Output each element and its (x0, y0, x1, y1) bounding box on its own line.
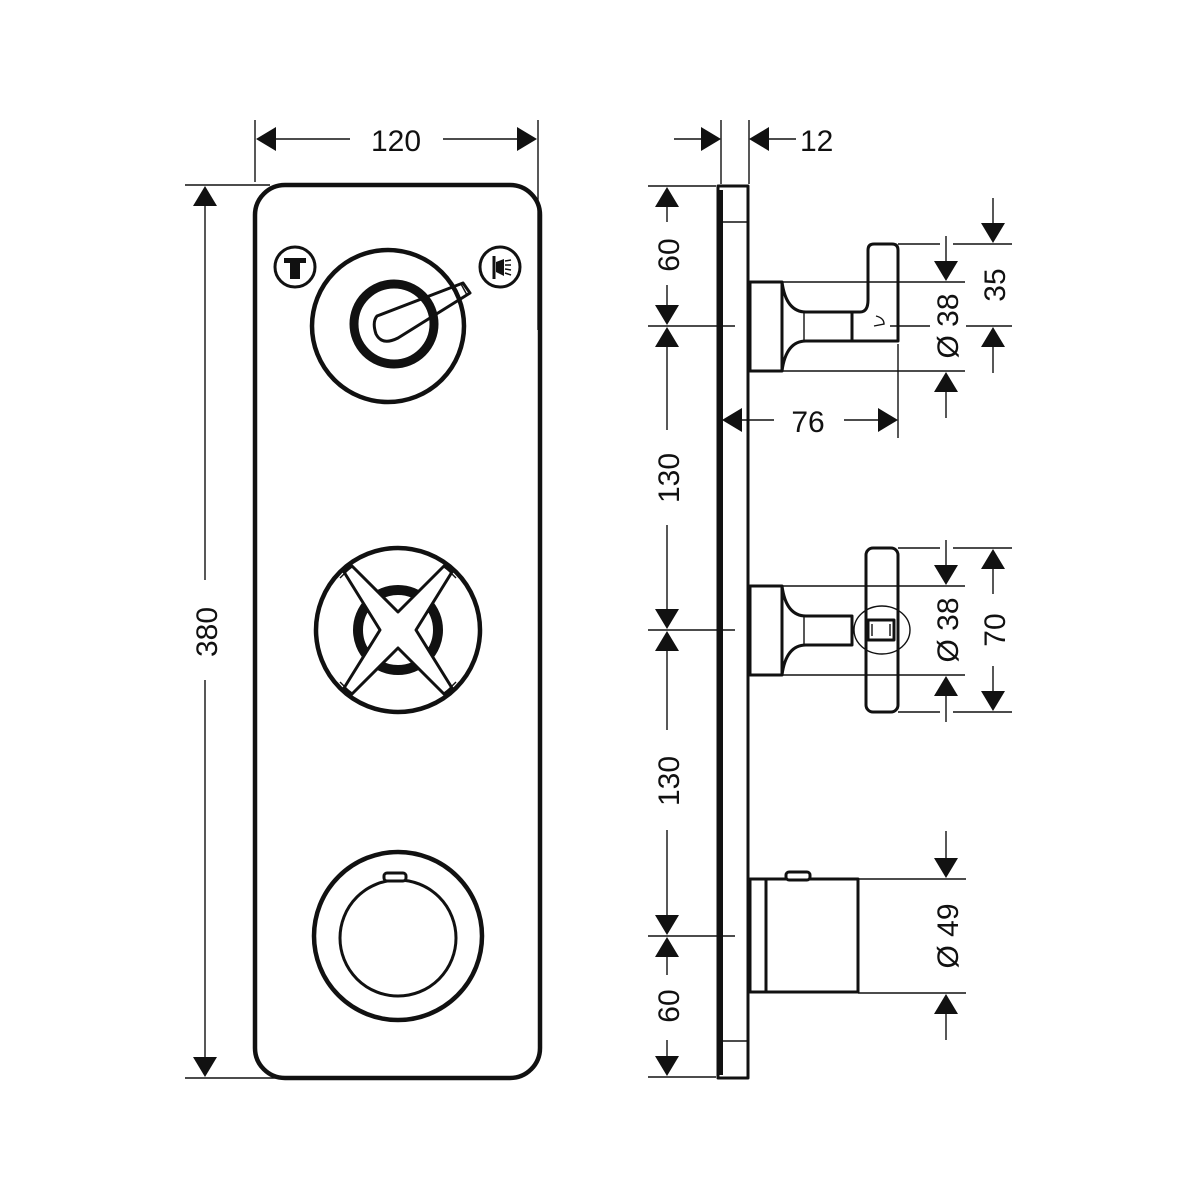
thermostat-rosette (311, 849, 485, 1023)
bath-spout-icon (273, 245, 317, 289)
dim-thermostat: Ø 49 (858, 831, 966, 1040)
dim-cross-handle: Ø 38 70 (782, 540, 1012, 722)
dim-top-offset-label: 60 (653, 238, 686, 271)
dim-width: 120 (254, 120, 539, 330)
dim-lever-diameter-label: Ø 38 (932, 293, 965, 358)
cross-handle-arms (342, 564, 454, 696)
cross-handle-hub (353, 585, 443, 675)
side-view: 12 60 130 130 (648, 120, 1012, 1080)
dim-spacing-2-label: 130 (653, 756, 686, 806)
diverter-lever-control (273, 245, 522, 405)
side-thermostat (748, 870, 860, 994)
dim-lever-offset-label: 35 (979, 268, 1012, 301)
thermostat-control (311, 849, 485, 1023)
thermostat-knob (338, 878, 458, 998)
cross-handle-rosette (313, 545, 483, 715)
lever-rosette (309, 247, 467, 405)
cross-handle-control (313, 545, 483, 715)
dim-thermostat-diameter-label: Ø 49 (932, 903, 965, 968)
side-cross-handle (748, 546, 911, 714)
side-lever (748, 242, 900, 373)
dim-vertical-chain: 60 130 130 60 (648, 185, 735, 1078)
dim-cross-span-label: 70 (979, 613, 1012, 646)
dim-height: 380 (185, 184, 300, 1079)
shower-head-icon (478, 245, 522, 289)
dim-height-label: 380 (191, 607, 224, 657)
dim-lever: Ø 38 35 76 (722, 198, 1012, 439)
dim-lever-projection-label: 76 (791, 406, 824, 439)
dim-cross-diameter-label: Ø 38 (932, 597, 965, 662)
lever-hub-ring (349, 279, 439, 369)
trim-plate (252, 182, 543, 1081)
dim-bottom-offset-label: 60 (653, 989, 686, 1022)
front-view: 120 380 (185, 120, 543, 1081)
dim-plate-thickness-label: 12 (800, 125, 833, 158)
lever-handle (372, 281, 472, 343)
dim-width-label: 120 (371, 125, 421, 158)
side-plate (716, 184, 750, 1080)
thermostat-indicator (382, 871, 408, 883)
dim-plate-thickness: 12 (674, 120, 833, 184)
dim-spacing-1-label: 130 (653, 453, 686, 503)
